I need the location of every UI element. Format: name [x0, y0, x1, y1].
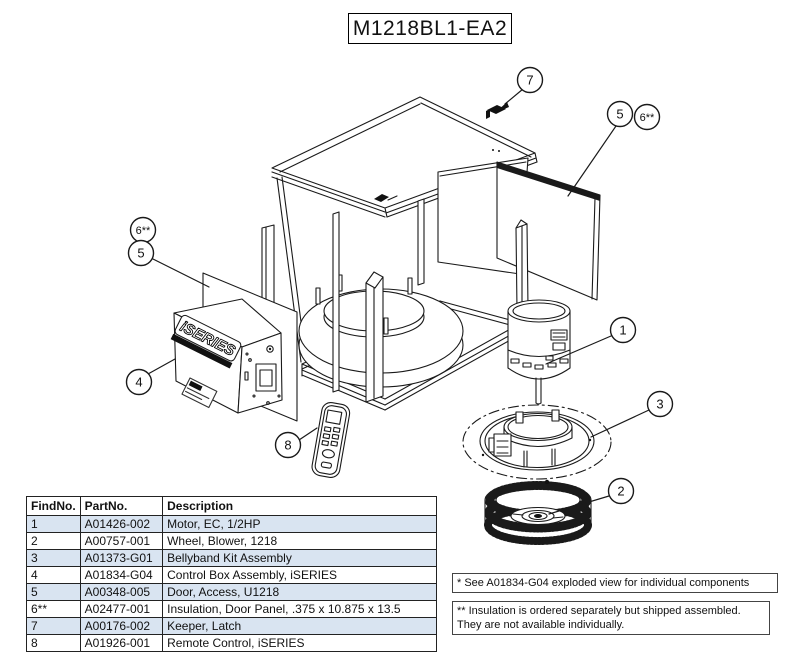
motor-shaft [535, 377, 542, 405]
cell-partno: A01926-001 [79, 634, 164, 652]
svg-text:4: 4 [135, 375, 142, 390]
cell-findno: 1 [26, 515, 81, 533]
table-row: 5 A00348-005 Door, Access, U1218 [26, 583, 437, 601]
blower-wheel [484, 479, 592, 545]
callout-4: 4 [125, 368, 153, 396]
table-row: 4 A01834-G04 Control Box Assembly, iSERI… [26, 566, 437, 584]
rear-post-mid [417, 198, 425, 286]
svg-text:2: 2 [617, 484, 624, 499]
table-row: 8 A01926-001 Remote Control, iSERIES [26, 634, 437, 652]
bellyband-assembly [462, 404, 612, 480]
remote-screen [325, 409, 343, 425]
cell-partno: A00176-002 [79, 617, 164, 635]
callout-2: 2 [607, 477, 635, 505]
cell-findno: 2 [26, 532, 81, 550]
cell-description: Wheel, Blower, 1218 [162, 532, 437, 550]
door-access-panel [496, 161, 601, 301]
cell-partno: A01834-G04 [79, 566, 164, 584]
cell-findno: 8 [26, 634, 81, 652]
svg-text:7: 7 [526, 73, 533, 88]
svg-text:6**: 6** [136, 225, 151, 237]
cell-description: Control Box Assembly, iSERIES [162, 566, 437, 584]
table-row: 3 A01373-G01 Bellyband Kit Assembly [26, 549, 437, 567]
callout-3: 3 [646, 390, 674, 418]
callout-6-right: 6** [633, 103, 661, 131]
cell-partno: A00348-005 [79, 583, 164, 601]
cell-findno: 6** [26, 600, 81, 618]
cell-findno: 4 [26, 566, 81, 584]
table-row: 2 A00757-001 Wheel, Blower, 1218 [26, 532, 437, 550]
control-box-ports [244, 345, 281, 405]
callout-5-right: 5 [606, 100, 634, 128]
cell-findno: 3 [26, 549, 81, 567]
rating-label [181, 377, 218, 409]
keeper-latch [486, 105, 506, 119]
cell-description: Keeper, Latch [162, 617, 437, 635]
bellyband-clamp [488, 433, 512, 457]
cell-findno: 5 [26, 583, 81, 601]
callout-7: 7 [516, 66, 544, 94]
control-box-assembly: iSERIES [170, 272, 298, 422]
right-post [515, 219, 529, 311]
col-header-partno: PartNo. [79, 496, 164, 516]
wheel-hub [510, 506, 566, 526]
svg-text:5: 5 [616, 107, 623, 122]
svg-text:3: 3 [656, 397, 663, 412]
leader-lines [147, 88, 650, 515]
callout-1: 1 [609, 316, 637, 344]
callout-5-left: 5 [127, 239, 155, 267]
table-row: 7 A00176-002 Keeper, Latch [26, 617, 437, 635]
callout-6-left: 6** [129, 216, 157, 244]
model-title: M1218BL1-EA2 [348, 13, 512, 44]
panel-latch-icon [374, 194, 398, 202]
cell-findno: 7 [26, 617, 81, 635]
callouts: 7 5 6** 6** 5 [125, 66, 674, 505]
svg-text:5: 5 [137, 246, 144, 261]
table-row: 1 A01426-002 Motor, EC, 1/2HP [26, 515, 437, 533]
footnote-exploded-view: * See A01834-G04 exploded view for indiv… [452, 573, 778, 593]
footnote-insulation-line2: They are not available individually. [457, 619, 625, 631]
remote-control [311, 401, 351, 478]
parts-table: FindNo. PartNo. Description 1 A01426-002… [26, 496, 437, 652]
cell-partno: A01373-G01 [79, 549, 164, 567]
cell-description: Motor, EC, 1/2HP [162, 515, 437, 533]
footnote-insulation-line1: ** Insulation is ordered separately but … [457, 605, 741, 617]
cell-description: Remote Control, iSERIES [162, 634, 437, 652]
callout-8: 8 [274, 431, 302, 459]
cell-partno: A02477-001 [79, 600, 164, 618]
motor [507, 299, 571, 405]
cell-description: Door, Access, U1218 [162, 583, 437, 601]
cell-description: Bellyband Kit Assembly [162, 549, 437, 567]
svg-text:6**: 6** [640, 112, 655, 124]
table-row: 6** A02477-001 Insulation, Door Panel, .… [26, 600, 437, 618]
cell-partno: A00757-001 [79, 532, 164, 550]
col-header-findno: FindNo. [26, 496, 81, 516]
parts-table-header-row: FindNo. PartNo. Description [26, 496, 437, 516]
col-header-description: Description [162, 496, 437, 516]
front-post [332, 211, 384, 403]
footnote-insulation: ** Insulation is ordered separately but … [452, 601, 770, 635]
cell-description: Insulation, Door Panel, .375 x 10.875 x … [162, 600, 437, 618]
svg-text:8: 8 [284, 438, 291, 453]
cell-partno: A01426-002 [79, 515, 164, 533]
svg-text:1: 1 [619, 323, 626, 338]
